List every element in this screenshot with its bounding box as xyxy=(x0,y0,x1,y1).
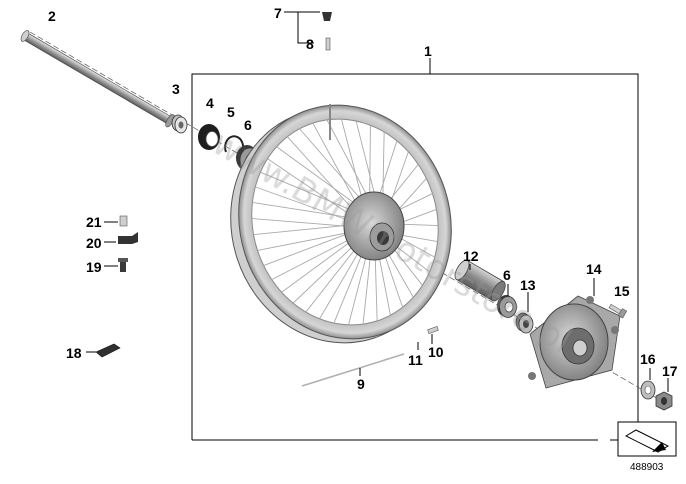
callout-14: 14 xyxy=(586,261,602,277)
screw-part xyxy=(608,303,628,319)
callout-16: 16 xyxy=(640,351,656,367)
callout-19: 19 xyxy=(86,259,102,275)
valve-insert-part xyxy=(325,37,331,51)
sensor-screw-part xyxy=(118,258,128,272)
spacer-part xyxy=(171,114,188,134)
callout-8: 8 xyxy=(306,36,314,52)
callout-2: 2 xyxy=(48,8,56,24)
callout-20: 20 xyxy=(86,235,102,251)
sensor-sleeve-part xyxy=(119,215,128,227)
callout-13: 13 xyxy=(520,277,536,293)
shaft-seal-part xyxy=(198,124,220,150)
callout-4: 4 xyxy=(206,95,214,111)
washer-part xyxy=(640,380,656,400)
callout-6-left: 6 xyxy=(244,117,252,133)
callout-1: 1 xyxy=(424,43,432,59)
spoke-part xyxy=(301,353,405,387)
callout-21: 21 xyxy=(86,214,102,230)
callout-17: 17 xyxy=(662,363,678,379)
callout-10: 10 xyxy=(428,344,444,360)
leader-7-8 xyxy=(284,11,314,44)
wheel-part xyxy=(230,104,452,344)
figure-icon xyxy=(617,421,677,457)
callout-7: 7 xyxy=(274,5,282,21)
callout-12: 12 xyxy=(463,248,479,264)
spacer-bush-part xyxy=(515,312,534,334)
callout-5: 5 xyxy=(227,104,235,120)
bearing-right-part xyxy=(497,295,517,318)
collar-nut-part xyxy=(655,391,673,411)
nipple-part xyxy=(427,326,439,334)
valve-cap-part xyxy=(322,12,332,21)
figure-number: 488903 xyxy=(630,462,664,473)
callout-6-right: 6 xyxy=(503,267,511,283)
callout-15: 15 xyxy=(614,283,630,299)
axle-part xyxy=(20,30,175,128)
drive-flange-part xyxy=(528,295,621,389)
sensor-part xyxy=(118,232,138,244)
callout-18: 18 xyxy=(66,345,82,361)
callout-9: 9 xyxy=(357,376,365,392)
callout-11: 11 xyxy=(408,352,423,368)
callout-3: 3 xyxy=(172,81,180,97)
magnet-part xyxy=(95,343,121,358)
distance-sleeve-part xyxy=(454,259,506,302)
